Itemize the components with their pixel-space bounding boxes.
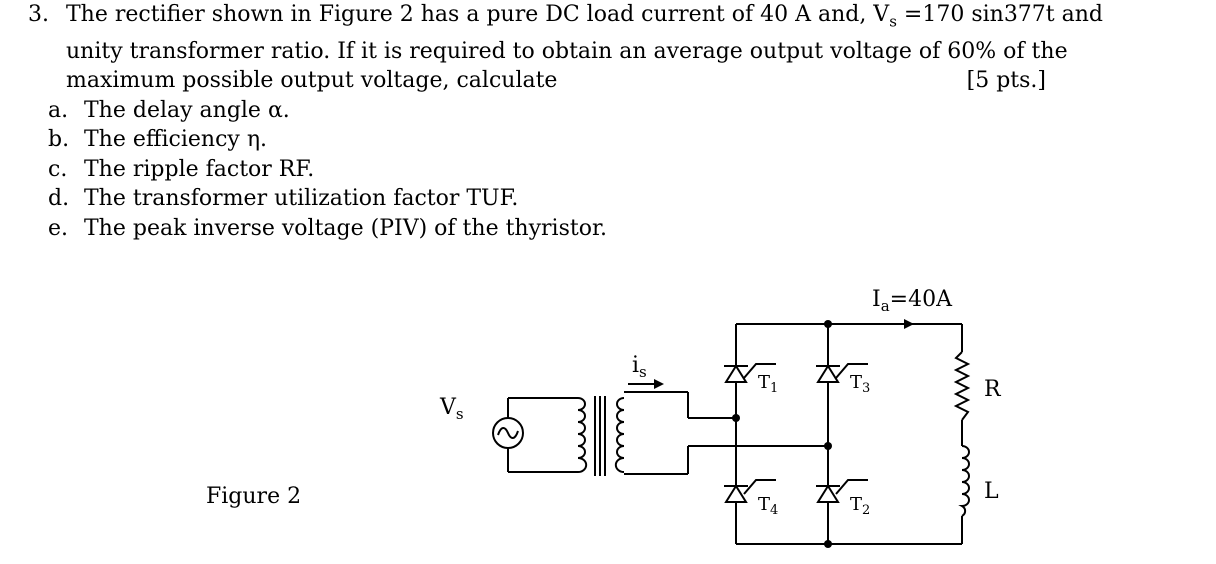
ac-source-sine-icon <box>497 427 519 439</box>
sub-question-d: d. The transformer utilization factor TUF… <box>48 184 1208 214</box>
vs-subscript: s <box>889 12 897 31</box>
ia-arrowhead-icon <box>904 319 914 329</box>
current-is-label: is <box>632 353 647 381</box>
sub-question-letter: c. <box>48 156 68 182</box>
junction-dot <box>824 540 832 548</box>
is-arrowhead-icon <box>654 379 664 389</box>
question-line-3: maximum possible output voltage, calcula… <box>28 66 1208 96</box>
sub-question-letter: e. <box>48 215 69 241</box>
sub-question-text: The peak inverse voltage (PIV) of the th… <box>84 215 608 241</box>
question-number: 3. <box>28 2 49 27</box>
points-label: [5 pts.] <box>966 68 1046 94</box>
inductor-coil <box>958 445 970 517</box>
thyristor-t4-icon <box>724 484 748 503</box>
sub-question-a: a. The delay angle α. <box>48 96 1208 126</box>
transformer-primary-winding <box>577 397 588 473</box>
junction-dot <box>824 442 832 450</box>
thyristor-t1-icon <box>724 364 748 383</box>
resistor-label: R <box>984 377 1002 402</box>
t3-gate-lead <box>835 363 868 379</box>
thyristor-t1-label: T1 <box>758 372 778 396</box>
sub-question-text: The delay angle α. <box>84 97 290 123</box>
thyristor-t2-icon <box>816 484 840 503</box>
question-text-1-tail: =170 sin377t and <box>896 2 1104 27</box>
question-text-1: The rectifier shown in Figure 2 has a pu… <box>66 2 890 27</box>
question-line-2: unity transformer ratio. If it is requir… <box>66 38 1068 64</box>
question-block: 3. The rectifier shown in Figure 2 has a … <box>28 0 1208 243</box>
resistor-zigzag <box>953 351 971 421</box>
thyristor-t3-label: T3 <box>850 372 870 396</box>
question-line-1: 3. The rectifier shown in Figure 2 has a … <box>28 0 1208 37</box>
sub-question-text: The transformer utilization factor TUF. <box>84 186 519 212</box>
inductor-label: L <box>984 479 999 504</box>
sub-question-text: The efficiency η. <box>84 127 268 153</box>
load-current-label: Ia=40A <box>872 287 953 315</box>
sub-question-letter: a. <box>48 97 69 123</box>
sub-question-letter: b. <box>48 127 70 153</box>
question-text-3: maximum possible output voltage, calcula… <box>66 68 558 94</box>
sub-question-letter: d. <box>48 186 70 212</box>
sub-question-list: a. The delay angle α. b. The efficiency η.… <box>28 96 1208 244</box>
junction-dot <box>824 320 832 328</box>
transformer-secondary-winding <box>614 397 625 473</box>
junction-dot <box>732 414 740 422</box>
sub-question-b: b. The efficiency η. <box>48 125 1208 155</box>
t1-gate-lead <box>743 363 776 379</box>
thyristor-t2-label: T2 <box>850 494 870 518</box>
t4-gate-lead <box>743 479 776 495</box>
t2-gate-lead <box>835 479 868 495</box>
thyristor-t3-icon <box>816 364 840 383</box>
thyristor-t4-label: T4 <box>758 494 778 518</box>
figure-caption: Figure 2 <box>206 484 302 509</box>
source-label: Vs <box>439 395 464 423</box>
sub-question-e: e. The peak inverse voltage (PIV) of the … <box>48 214 1208 244</box>
sub-question-text: The ripple factor RF. <box>84 156 315 182</box>
sub-question-c: c. The ripple factor RF. <box>48 155 1208 185</box>
